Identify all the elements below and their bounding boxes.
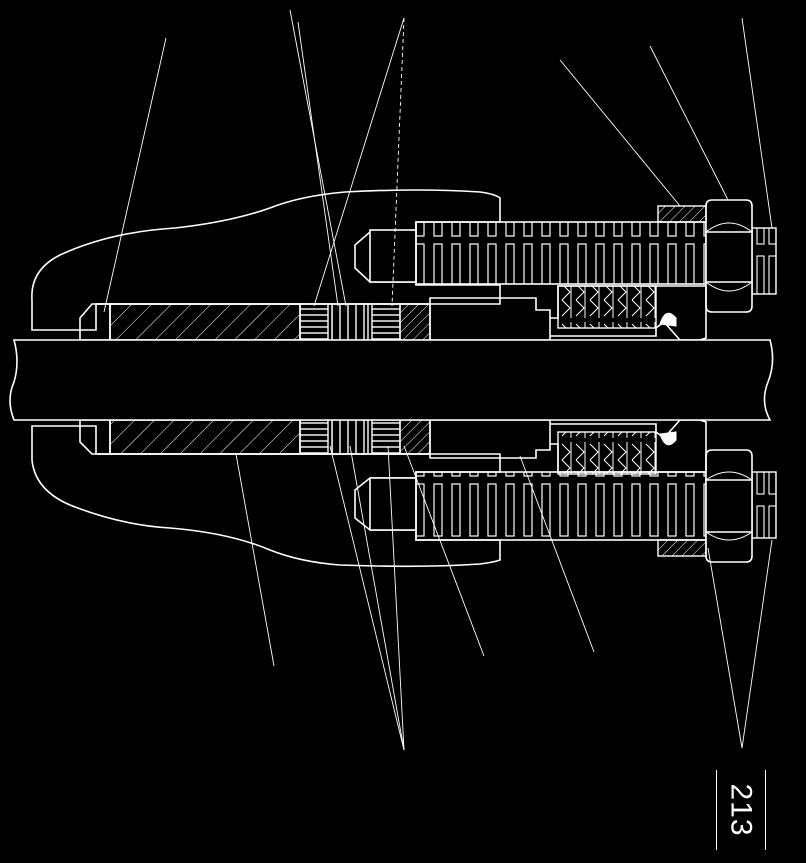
washer-upper (657, 205, 707, 223)
o-ring-upper (659, 312, 677, 327)
hex-nut-lower (705, 449, 753, 563)
lantern-rings-lower (299, 419, 431, 455)
shaft (9, 339, 774, 421)
stud-end-upper (751, 227, 777, 295)
stud-end-lower (751, 471, 777, 539)
packing-rings-upper (557, 285, 657, 329)
hex-nut-upper (705, 199, 753, 313)
gland-follower-lower (429, 419, 707, 473)
packing-rings-lower (557, 431, 657, 475)
o-ring-lower (659, 431, 677, 446)
page-number: 213 (725, 783, 758, 837)
bushing-end-lower (79, 419, 111, 455)
stud-lower (369, 471, 707, 541)
bushing-lower (109, 419, 301, 455)
page-number-label: 213 (716, 770, 766, 850)
lantern-rings-upper (299, 303, 431, 341)
bushing-upper (109, 303, 301, 341)
leader-lines (103, 9, 773, 751)
bushing-end-upper (79, 303, 111, 341)
stud-upper (369, 221, 707, 285)
gland-follower-upper (429, 285, 707, 341)
washer-lower (657, 539, 707, 557)
